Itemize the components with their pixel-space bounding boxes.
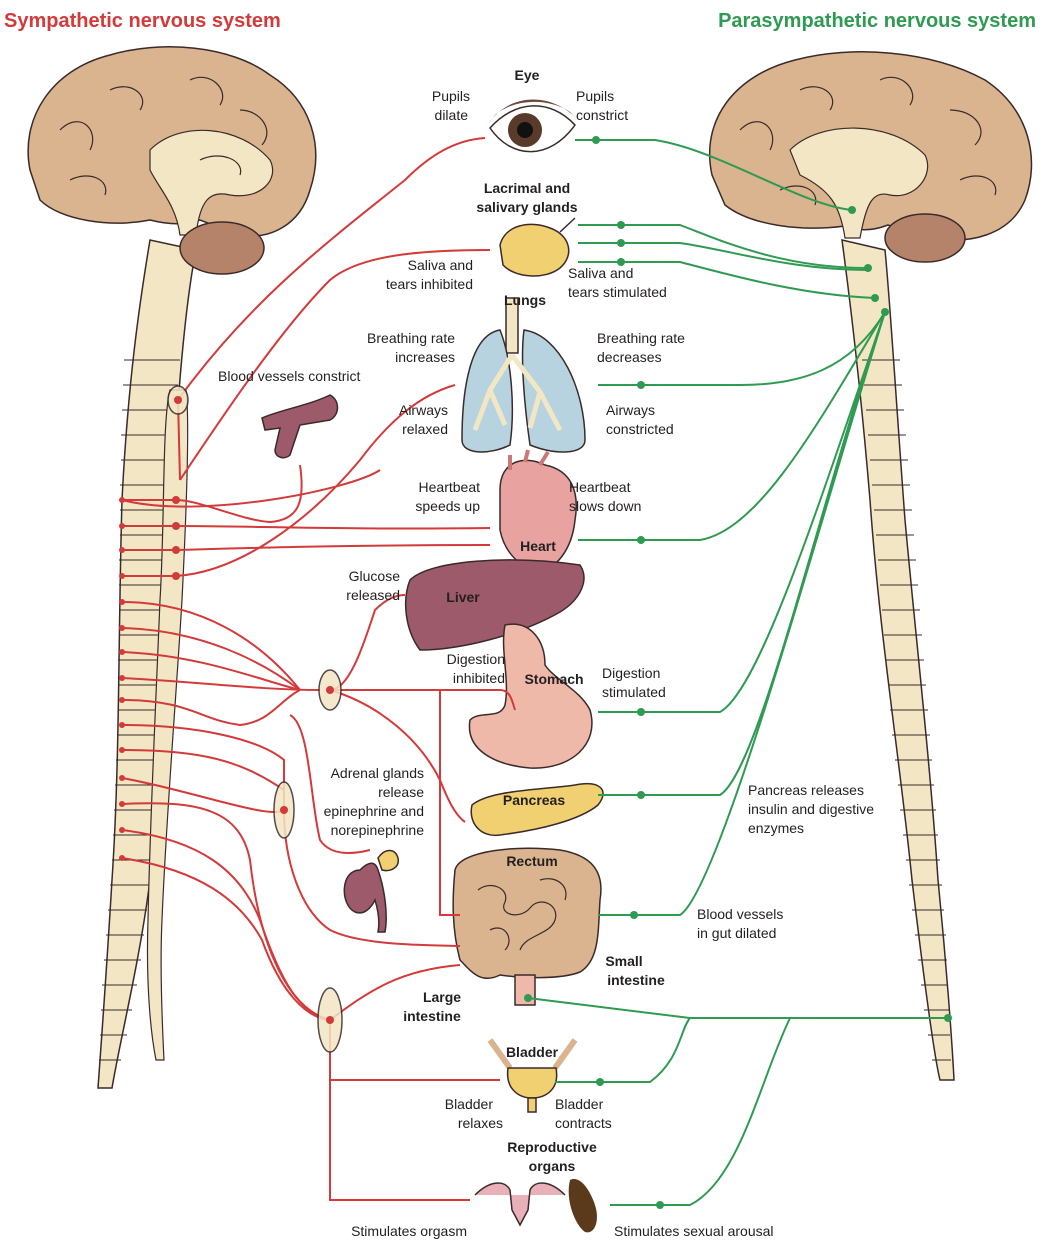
organ-label-pancreas: Pancreas — [503, 792, 565, 808]
organ-label-small-intestine-2: intestine — [607, 972, 665, 988]
left-brain-spinal-cord — [27, 46, 317, 1089]
sym-heartbeat-2: speeds up — [415, 498, 480, 514]
sym-adrenal-4: norepinephrine — [331, 822, 425, 838]
sym-glucose-1: Glucose — [349, 568, 401, 584]
para-pancreas-3: enzymes — [748, 820, 804, 836]
organ-label-bladder: Bladder — [506, 1044, 559, 1060]
organ-label-lacrimal-1: Lacrimal and — [484, 180, 570, 196]
para-pancreas-2: insulin and digestive — [748, 801, 874, 817]
organ-label-eye: Eye — [515, 67, 540, 83]
sympathetic-title: Sympathetic nervous system — [4, 10, 281, 32]
para-pupils-1: Pupils — [576, 88, 614, 104]
organ-label-small-intestine-1: Small — [605, 953, 642, 969]
para-gut-1: Blood vessels — [697, 906, 783, 922]
organ-label-reproductive-1: Reproductive — [507, 1139, 597, 1155]
sym-pupils-2: dilate — [435, 107, 469, 123]
parasympathetic-pathways — [524, 136, 952, 1209]
para-breathing-2: decreases — [597, 349, 662, 365]
blood-vessel-icon — [261, 394, 339, 459]
para-airways-2: constricted — [606, 421, 674, 437]
sym-breathing-2: increases — [395, 349, 455, 365]
organ-label-large-intestine-1: Large — [423, 989, 461, 1005]
organ-label-heart: Heart — [520, 538, 556, 554]
liver-icon — [404, 559, 585, 651]
organ-label-lungs: Lungs — [504, 292, 546, 308]
para-heartbeat-1: Heartbeat — [569, 479, 631, 495]
sym-adrenal-1: Adrenal glands — [331, 765, 424, 781]
sympathetic-pathways — [119, 137, 516, 1201]
sym-saliva-2: tears inhibited — [386, 276, 473, 292]
sym-airways-1: Airways — [399, 402, 448, 418]
para-bladder-2: contracts — [555, 1115, 612, 1131]
organ-label-rectum: Rectum — [506, 853, 557, 869]
stomach-icon — [468, 623, 593, 769]
intestines-icon — [452, 847, 602, 1006]
right-brain-spinal-cord — [708, 51, 1033, 1081]
sym-saliva-1: Saliva and — [408, 257, 473, 273]
organ-label-liver: Liver — [446, 589, 480, 605]
para-arousal: Stimulates sexual arousal — [614, 1223, 774, 1239]
organ-label-stomach: Stomach — [524, 671, 583, 687]
sym-bladder-2: relaxes — [458, 1115, 503, 1131]
sym-digestion-1: Digestion — [447, 651, 505, 667]
para-digestion-2: stimulated — [602, 684, 666, 700]
salivary-gland-icon — [499, 217, 576, 277]
sym-pupils-1: Pupils — [432, 88, 470, 104]
sym-digestion-2: inhibited — [453, 670, 505, 686]
para-bladder-1: Bladder — [555, 1096, 604, 1112]
kidney-icon — [343, 849, 399, 933]
organ-label-lacrimal-2: salivary glands — [476, 199, 577, 215]
para-breathing-1: Breathing rate — [597, 330, 685, 346]
sym-orgasm: Stimulates orgasm — [351, 1223, 467, 1239]
para-saliva-1: Saliva and — [568, 265, 633, 281]
sym-breathing-1: Breathing rate — [367, 330, 455, 346]
pancreas-icon — [470, 783, 604, 837]
sym-airways-2: relaxed — [402, 421, 448, 437]
reproductive-organs-icon — [474, 1179, 597, 1233]
para-pancreas-1: Pancreas releases — [748, 782, 864, 798]
para-gut-2: in gut dilated — [697, 925, 776, 941]
sym-adrenal-2: release — [378, 784, 424, 800]
organ-label-large-intestine-2: intestine — [403, 1008, 461, 1024]
para-airways-1: Airways — [606, 402, 655, 418]
organ-label-reproductive-2: organs — [529, 1158, 576, 1174]
sym-heartbeat-1: Heartbeat — [419, 479, 481, 495]
para-saliva-2: tears stimulated — [568, 284, 667, 300]
parasympathetic-title: Parasympathetic nervous system — [718, 10, 1036, 32]
para-pupils-2: constrict — [576, 107, 628, 123]
bladder-icon — [487, 1038, 578, 1113]
lungs-icon — [461, 297, 586, 453]
sym-bladder-1: Bladder — [445, 1096, 494, 1112]
sym-glucose-2: released — [346, 587, 400, 603]
para-digestion-1: Digestion — [602, 665, 660, 681]
sym-blood-vessels: Blood vessels constrict — [218, 368, 361, 384]
sym-adrenal-3: epinephrine and — [324, 803, 424, 819]
eye-icon — [488, 99, 578, 153]
para-heartbeat-2: slows down — [569, 498, 641, 514]
